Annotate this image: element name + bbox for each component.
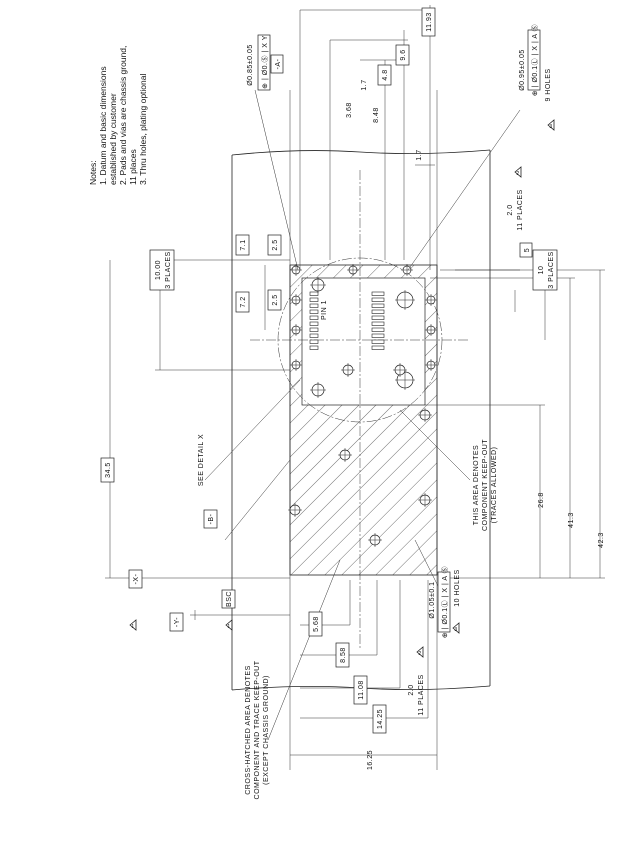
- dim-5-68: 5.68: [313, 616, 320, 632]
- note-line: established by customer: [108, 93, 118, 185]
- pin-pad: [371, 297, 385, 302]
- see-detail-x: SEE DETAIL X: [198, 434, 205, 486]
- hole-105-callout: Ø1.05±0.1: [429, 581, 436, 618]
- pin-row-bottom: [371, 291, 385, 350]
- fcf-095: ⊕ | Ø0.1Ⓛ | X | A Ⓢ: [531, 24, 539, 96]
- bsc-label: BSC: [226, 591, 233, 607]
- datum-y: -Y-: [174, 617, 181, 627]
- dim-2-0-a: 2.0: [507, 204, 514, 215]
- dim-10: 10: [538, 266, 545, 275]
- pin-pad: [371, 327, 385, 332]
- note-flag-3: 3: [549, 124, 552, 130]
- pin-pad: [309, 291, 319, 296]
- pin-pad: [371, 315, 385, 320]
- pin-1-label: PIN 1: [321, 300, 328, 320]
- holes-9: 9 HOLES: [545, 68, 552, 101]
- dim-16-25: 16.25: [367, 750, 374, 770]
- pin-pad: [309, 303, 319, 308]
- keepout-note-2: COMPONENT KEEP-OUT: [482, 439, 489, 531]
- note-line: 2. Pads and vias are chassis ground,: [118, 46, 128, 185]
- hatch-note-2: COMPONENT AND TRACE KEEP-OUT: [254, 660, 261, 799]
- note-flag-3b: 3: [454, 627, 457, 633]
- dim-2-5-a: 2.5: [272, 239, 279, 250]
- pin-pad: [309, 345, 319, 350]
- dim-3-places-b: 3 PLACES: [548, 251, 555, 288]
- pin-pad: [371, 321, 385, 326]
- datum-x: -X-: [133, 573, 140, 584]
- hole-085-callout: Ø0.85±0.05: [247, 44, 254, 86]
- note-line: 3. Thru holes, plating optional: [138, 74, 148, 185]
- pin-pad: [309, 321, 319, 326]
- dim-7-2: 7.2: [240, 296, 247, 307]
- keepout-note-1: THIS AREA DENOTES: [473, 445, 480, 525]
- pin-row-top: [309, 291, 319, 350]
- dim-26-8: 26.8: [538, 492, 545, 508]
- dim-2-0-b: 2.0: [408, 684, 415, 695]
- note-flag-2b: 2: [418, 651, 421, 657]
- callouts: Ø0.85±0.05 ⊕ | Ø0.Ⓢ | X Y -A- Ø0.95±0.05…: [128, 24, 552, 799]
- dimension-labels: 11.93 9.6 4.8 8.48 3.68 1.7 1.7 7.1 2.5 …: [100, 7, 605, 770]
- keepout-note-3: (TRACES ALLOWED): [491, 447, 498, 524]
- pin-pad: [309, 327, 319, 332]
- dim-9-6: 9.6: [400, 49, 407, 60]
- pin-pad: [309, 315, 319, 320]
- note-flag-2: 2: [516, 171, 519, 177]
- dim-1-7-b: 1.7: [416, 149, 423, 160]
- dim-11-93: 11.93: [426, 12, 433, 32]
- note-line: 1. Datum and basic dimensions: [98, 66, 108, 185]
- holes: [288, 264, 437, 547]
- pin-pad: [309, 297, 319, 302]
- dim-3-places: 3 PLACES: [165, 251, 172, 288]
- dim-11-places-a: 11 PLACES: [517, 189, 524, 230]
- pin-pad: [371, 345, 385, 350]
- dim-7-1: 7.1: [240, 239, 247, 250]
- fcf-105: ⊕ | Ø0.1Ⓛ | X | A Ⓢ: [441, 566, 449, 638]
- dim-11-places-b: 11 PLACES: [418, 674, 425, 715]
- pin-pad: [371, 303, 385, 308]
- hole-095-callout: Ø0.95±0.05: [519, 49, 526, 91]
- fcf-085: ⊕ | Ø0.Ⓢ | X Y: [261, 35, 269, 89]
- dim-11-08: 11.08: [358, 680, 365, 700]
- dim-8-58: 8.58: [340, 647, 347, 663]
- pin-pad: [371, 309, 385, 314]
- dim-41-3: 41.3: [568, 512, 575, 528]
- pin-pad: [309, 333, 319, 338]
- dim-5: 5: [524, 248, 531, 252]
- dim-1-7-a: 1.7: [361, 79, 368, 90]
- holes-10: 10 HOLES: [454, 569, 461, 606]
- pin-pad: [371, 339, 385, 344]
- datum-b: -B-: [208, 513, 215, 524]
- pin-pad: [371, 333, 385, 338]
- note-flag-1: 1: [131, 624, 134, 630]
- dim-14-25: 14.25: [377, 709, 384, 729]
- datum-a: -A-: [275, 58, 282, 69]
- note-line: 11 places: [128, 149, 138, 185]
- pin-pad: [309, 309, 319, 314]
- hatch-note-1: CROSS-HATCHED AREA DENOTES: [245, 665, 252, 795]
- dim-42-3: 42.3: [598, 532, 605, 548]
- note-flag-1b: 1: [227, 624, 230, 630]
- dim-8-48: 8.48: [373, 107, 380, 123]
- dimension-lines: [105, 5, 605, 756]
- notes-title: Notes:: [88, 160, 98, 185]
- note-flags: 1 1 3 2 2 3: [129, 119, 555, 658]
- dim-10-00: 10.00: [155, 260, 162, 280]
- dim-4-8: 4.8: [382, 69, 389, 80]
- dim-2-5-b: 2.5: [272, 294, 279, 305]
- pin-pad: [309, 339, 319, 344]
- notes: Notes: 1. Datum and basic dimensions est…: [88, 46, 148, 185]
- dim-3-68: 3.68: [346, 102, 353, 118]
- dim-34-5: 34.5: [105, 462, 112, 478]
- pin-pad: [371, 291, 385, 296]
- hatch-note-3: (EXCEPT CHASSIS GROUND): [263, 675, 270, 785]
